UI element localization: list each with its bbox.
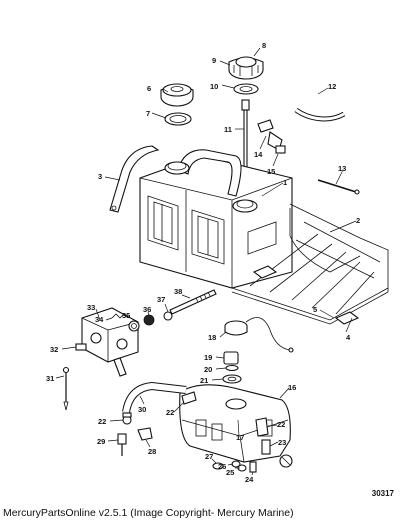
tank-tray xyxy=(231,203,389,325)
float-19 xyxy=(223,351,239,365)
callout-12: 12 xyxy=(328,82,336,91)
fuel-fitting xyxy=(257,119,286,154)
callout-numbers: 1 2 3 4 5 6 7 8 9 10 11 12 13 14 15 16 1… xyxy=(46,41,360,484)
callout-4: 4 xyxy=(346,333,351,342)
callout-23: 23 xyxy=(278,438,286,447)
callout-37: 37 xyxy=(157,295,165,304)
callout-5: 5 xyxy=(313,305,317,314)
callout-6: 6 xyxy=(147,84,151,93)
vent-hose xyxy=(277,90,354,137)
callout-22-upper: 22 xyxy=(166,408,174,417)
fitting-22-right xyxy=(255,417,269,437)
spring-34 xyxy=(111,313,129,319)
callout-18: 18 xyxy=(208,333,216,342)
hardware-27 xyxy=(212,462,224,470)
drain-plug-22 xyxy=(279,454,293,468)
fitting-22-left xyxy=(122,412,132,425)
gasket-10 xyxy=(233,83,259,95)
clip-31 xyxy=(62,366,70,411)
callout-16: 16 xyxy=(288,383,296,392)
callout-32: 32 xyxy=(50,345,58,354)
callout-28: 28 xyxy=(148,447,156,456)
elbow-fitting-29 xyxy=(117,433,127,456)
callout-8: 8 xyxy=(262,41,266,50)
o-ring-35 xyxy=(128,320,140,332)
ring-36 xyxy=(143,314,155,326)
lower-fuel-tank xyxy=(179,384,291,463)
fuel-level-sender xyxy=(224,317,294,353)
callout-24: 24 xyxy=(245,475,254,484)
callout-33: 33 xyxy=(87,303,95,312)
callout-29: 29 xyxy=(97,437,105,446)
fuel-tank xyxy=(139,149,293,289)
callout-11: 11 xyxy=(224,125,232,134)
shaft-38 xyxy=(169,289,217,315)
diagram-reference-number: 30317 xyxy=(371,489,394,498)
callout-35: 35 xyxy=(122,311,130,320)
callout-19: 19 xyxy=(204,353,212,362)
hardware-24 xyxy=(249,461,257,473)
washer-37 xyxy=(163,311,173,321)
callout-17: 17 xyxy=(236,433,244,442)
callout-10: 10 xyxy=(210,82,218,91)
gasket-7 xyxy=(164,112,192,126)
callout-15: 15 xyxy=(267,167,275,176)
callout-34: 34 xyxy=(95,315,104,324)
hold-down-strap xyxy=(109,145,160,213)
callout-36: 36 xyxy=(143,305,151,314)
callout-2: 2 xyxy=(356,216,360,225)
callout-31: 31 xyxy=(46,374,54,383)
callout-38: 38 xyxy=(174,287,182,296)
callout-13: 13 xyxy=(338,164,346,173)
callout-22-left: 22 xyxy=(98,417,106,426)
callout-1: 1 xyxy=(283,178,287,187)
fuel-filler-cap xyxy=(160,83,194,107)
cap-28 xyxy=(137,427,153,441)
washer-20 xyxy=(225,364,239,372)
fuel-gauge-cap xyxy=(228,56,264,80)
copyright-footer: MercuryPartsOnline v2.5.1 (Image Copyrig… xyxy=(3,507,294,519)
callout-20: 20 xyxy=(204,365,212,374)
fuel-system-exploded-diagram: 1 2 3 4 5 6 7 8 9 10 11 12 13 14 15 16 1… xyxy=(46,41,389,484)
fuel-hose xyxy=(122,381,187,413)
callout-14: 14 xyxy=(254,150,263,159)
fuel-connector-assembly xyxy=(75,307,139,377)
callout-21: 21 xyxy=(200,376,208,385)
callout-26: 26 xyxy=(218,462,226,471)
leader-lines xyxy=(55,47,357,476)
callout-27: 27 xyxy=(205,452,213,461)
elbow-23 xyxy=(261,439,271,455)
callout-7: 7 xyxy=(146,109,150,118)
callout-3: 3 xyxy=(98,172,102,181)
fitting-22-upper xyxy=(181,391,197,405)
retaining-rod xyxy=(317,179,360,195)
gasket-21 xyxy=(222,374,242,384)
callout-25: 25 xyxy=(226,468,234,477)
callout-9: 9 xyxy=(212,56,216,65)
callout-30: 30 xyxy=(138,405,146,414)
callout-22-right: 22 xyxy=(277,420,285,429)
fuel-pickup-tube xyxy=(240,99,251,176)
